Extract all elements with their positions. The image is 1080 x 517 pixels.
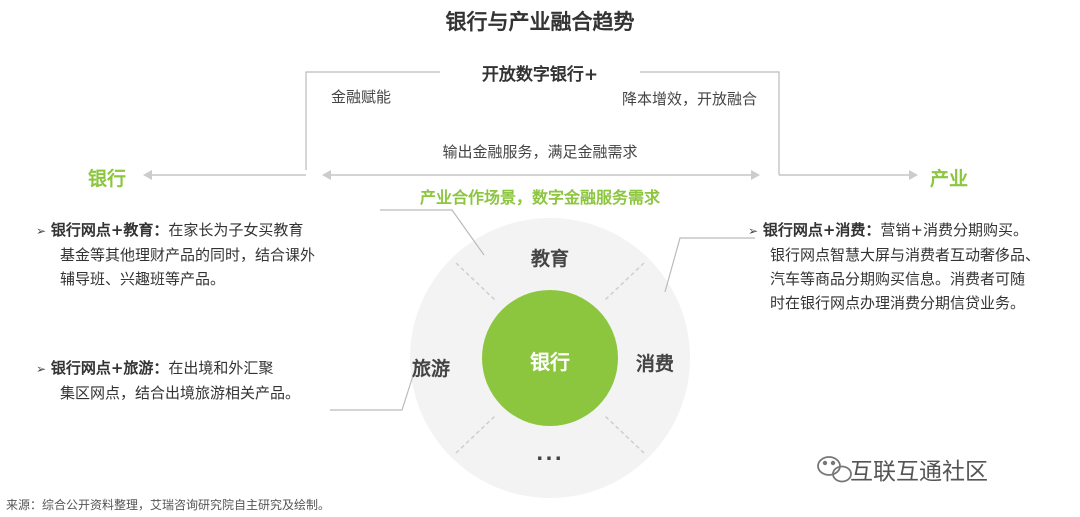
bullet-arrow-icon: ➢ xyxy=(36,362,47,376)
left-node-bank: 银行 xyxy=(88,168,127,190)
note-travel: ➢ 银行网点+旅游：在出境和外汇聚 集区网点，结合出境旅游相关产品。 xyxy=(36,356,336,405)
ring-divider-1 xyxy=(455,262,496,301)
mid-arrow-head-left xyxy=(322,170,331,180)
green-subtitle: 产业合作场景，数字金融服务需求 xyxy=(419,188,660,207)
note-travel-line1: 在出境和外汇聚 xyxy=(168,359,274,377)
right-arrow-head xyxy=(909,170,918,180)
ring-divider-2 xyxy=(604,262,645,301)
right-node-industry: 产业 xyxy=(930,168,969,190)
callout-consumption xyxy=(664,237,755,293)
note-education: ➢ 银行网点+教育：在家长为子女买教育 基金等其他理财产品的同时，结合课外 辅导… xyxy=(36,218,376,291)
top-center-label: 开放数字银行+ xyxy=(440,60,640,85)
page-title: 银行与产业融合趋势 xyxy=(445,10,635,34)
note-travel-line2: 集区网点，结合出境旅游相关产品。 xyxy=(60,384,301,402)
ring-divider-3 xyxy=(455,415,496,454)
callout-education xyxy=(380,209,485,256)
bullet-arrow-icon: ➢ xyxy=(36,224,47,238)
top-bracket-right xyxy=(640,71,780,175)
source-footer: 来源：综合公开资料整理，艾瑞咨询研究院自主研究及绘制。 xyxy=(6,498,331,512)
note-consumption-head: 银行网点+消费： xyxy=(762,221,881,239)
note-consumption-line3: 汽车等商品分期购买信息。消费者可随 xyxy=(770,270,1026,288)
center-circle-label: 银行 xyxy=(530,350,570,374)
bullet-arrow-icon: ➢ xyxy=(748,224,759,238)
mid-arrow-head-right xyxy=(751,170,760,180)
top-left-note: 金融赋能 xyxy=(331,88,392,106)
center-circle xyxy=(482,290,618,426)
note-consumption-line2: 银行网点智慧大屏与消费者互动奢侈品、 xyxy=(770,246,1041,264)
mid-arrow-text: 输出金融服务，满足金融需求 xyxy=(442,143,638,161)
note-consumption-line4: 时在银行网点办理消费分期信贷业务。 xyxy=(770,294,1026,312)
note-education-line1: 在家长为子女买教育 xyxy=(168,221,304,239)
note-consumption-line1: 营销+消费分期购买。 xyxy=(880,221,1028,239)
callout-travel xyxy=(330,359,419,411)
segment-consumption: 消费 xyxy=(636,353,675,375)
left-arrow-head xyxy=(143,170,152,180)
segment-more: ... xyxy=(536,443,564,465)
segment-travel: 旅游 xyxy=(412,358,451,380)
segment-education: 教育 xyxy=(530,248,569,270)
brand-watermark: 互联互通社区 xyxy=(850,459,988,485)
ring-divider-4 xyxy=(604,415,645,454)
wechat-icon xyxy=(817,456,852,483)
note-travel-head: 银行网点+旅游： xyxy=(50,359,169,377)
top-right-note: 降本增效，开放融合 xyxy=(622,90,758,108)
note-consumption: ➢ 银行网点+消费：营销+消费分期购买。 银行网点智慧大屏与消费者互动奢侈品、 … xyxy=(748,218,1078,315)
note-education-line3: 辅导班、兴趣班等产品。 xyxy=(60,270,226,288)
note-education-head: 银行网点+教育： xyxy=(50,221,169,239)
note-education-line2: 基金等其他理财产品的同时，结合课外 xyxy=(60,246,316,264)
top-bracket-left xyxy=(305,71,440,170)
